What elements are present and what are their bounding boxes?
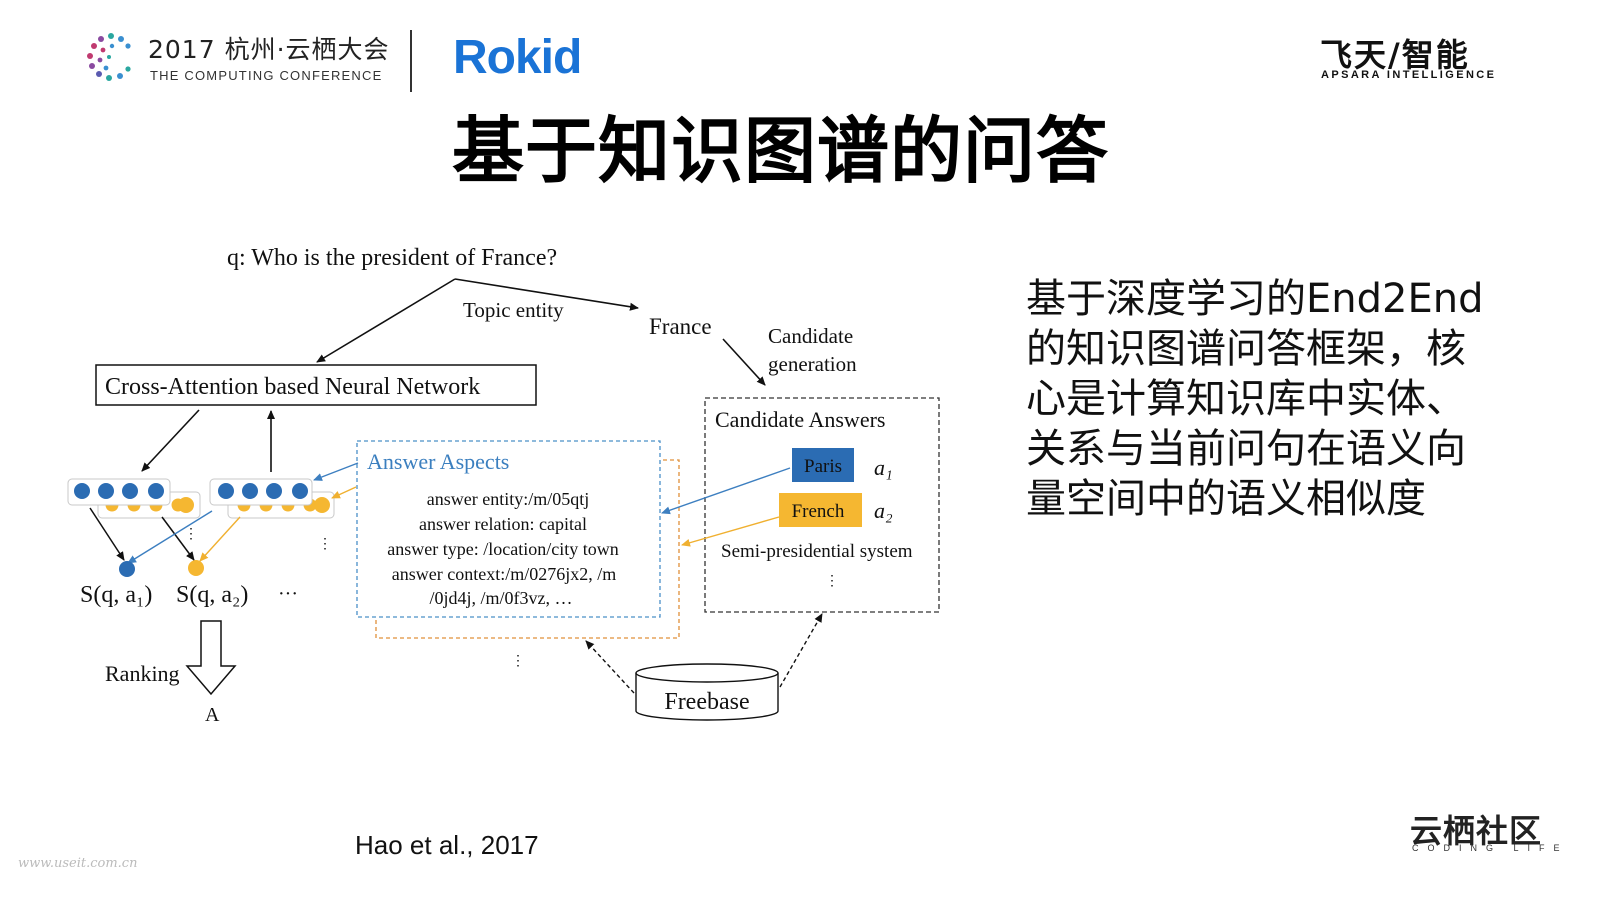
- topic-entity-label: Topic entity: [463, 298, 564, 322]
- embed-to-score2-arrow: [161, 516, 195, 561]
- answer-aspects-shadow-box: [375, 459, 680, 639]
- watermark: www.useit.com.cn: [18, 856, 138, 871]
- candidate-french-box: [779, 493, 862, 527]
- candidate-a2-symbol: a₂: [874, 498, 893, 523]
- candidate-extra: Semi-presidential system: [721, 541, 913, 562]
- embed-to-score1-arrow: [89, 507, 125, 561]
- topic-entity-value: France: [649, 314, 712, 339]
- description-text: 基于深度学习的End2End的知识图谱问答框架，核心是计算知识库中实体、关系与当…: [1026, 276, 1484, 522]
- community-logo: 云栖社区: [1410, 812, 1543, 850]
- answer-aspect-line: /0jd4j, /m/0f3vz, …: [430, 588, 573, 608]
- french-to-aspects-arrow: [681, 516, 780, 547]
- page-title: 基于知识图谱的问答: [452, 109, 1110, 193]
- score-ellipsis: ···: [278, 583, 298, 605]
- community-subtitle: CODING LIFE: [1412, 843, 1569, 853]
- apsara-intelligence-subtitle: APSARA INTELLIGENCE: [1321, 69, 1497, 81]
- embedding-group-2: [209, 478, 335, 519]
- header-divider: [410, 30, 412, 92]
- conference-subtitle: THE COMPUTING CONFERENCE: [150, 68, 383, 83]
- candidate-answers-title: Candidate Answers: [715, 407, 885, 432]
- aspects-to-embedding-blue-arrow: [313, 462, 359, 481]
- apsara-intelligence-logo: 飞天/智能: [1320, 36, 1470, 74]
- answer-aspects-title: Answer Aspects: [367, 449, 509, 474]
- candidate-french-label: French: [792, 501, 845, 522]
- candidate-answers-box: [704, 397, 940, 613]
- answer-aspect-line: answer context:/m/0276jx2, /m: [392, 564, 616, 584]
- yellow-cross-arrow: [199, 516, 241, 562]
- question-to-network-arrow: [316, 278, 456, 363]
- network-to-embedding-arrow: [141, 409, 200, 472]
- network-box: [95, 364, 537, 406]
- vertical-dots-3: ⋮: [511, 654, 525, 669]
- answer-label: A: [205, 704, 220, 726]
- rokid-logo: Rokid: [453, 31, 582, 84]
- vertical-dots-4: ⋮: [825, 574, 839, 589]
- freebase-database-icon: [635, 663, 779, 721]
- embedding-group-1: [67, 478, 201, 519]
- aspects-to-embedding-yellow-arrow: [331, 486, 357, 499]
- ranking-arrow: [185, 620, 237, 696]
- blue-cross-arrow: [127, 510, 213, 564]
- freebase-to-aspects-arrow: [585, 640, 635, 694]
- candidate-a1-symbol: a₁: [874, 455, 893, 480]
- freebase-to-candidates-arrow: [779, 613, 823, 688]
- candidate-generation-label-1: Candidate: [768, 324, 853, 348]
- answer-aspects-box: [356, 440, 661, 618]
- score-label-2: S(q, a₂): [176, 582, 248, 608]
- vertical-dots-1: ⋮: [184, 527, 198, 542]
- france-to-candidates-arrow: [722, 338, 766, 386]
- network-box-label: Cross-Attention based Neural Network: [105, 374, 480, 400]
- score-node-2: [188, 560, 204, 576]
- candidate-generation-label-2: generation: [768, 352, 857, 376]
- answer-aspect-line: answer entity:/m/05qtj: [427, 489, 589, 509]
- citation: Hao et al., 2017: [355, 830, 539, 860]
- question-text: q: Who is the president of France?: [227, 245, 557, 271]
- question-to-france-arrow: [454, 278, 639, 311]
- kbqa-diagram: q: Who is the president of France? Topic…: [67, 245, 940, 726]
- score-label-1: S(q, a₁): [80, 582, 152, 608]
- paris-to-aspects-arrow: [661, 467, 791, 515]
- score-node-1: [119, 561, 135, 577]
- conference-title: 2017 杭州·云栖大会: [148, 35, 390, 64]
- ranking-label: Ranking: [105, 661, 180, 686]
- candidate-paris-label: Paris: [804, 456, 842, 477]
- answer-aspect-line: answer relation: capital: [419, 514, 587, 534]
- answer-aspect-line: answer type: /location/city town: [387, 539, 618, 559]
- candidate-paris-box: [792, 448, 854, 482]
- vertical-dots-2: ⋮: [318, 537, 332, 552]
- freebase-label: Freebase: [664, 689, 749, 715]
- conference-logo-icon: [87, 33, 131, 81]
